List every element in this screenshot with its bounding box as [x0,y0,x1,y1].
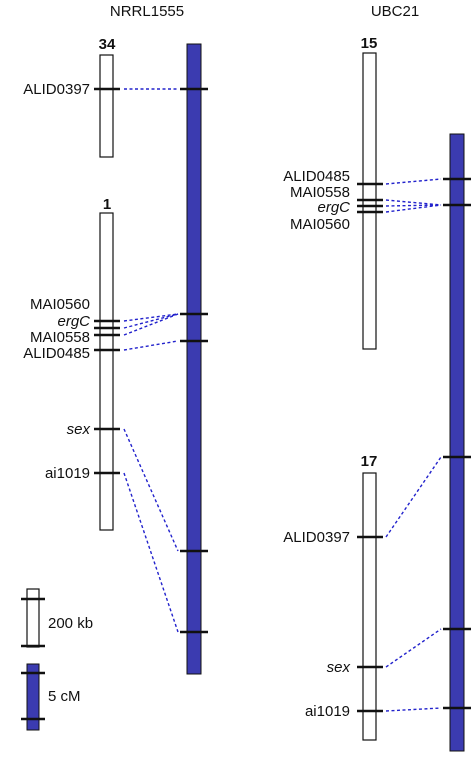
connector-sex-right [385,628,442,668]
physical-chromosome-17 [362,472,377,741]
marker-label-ergc-right: ergC [317,199,350,216]
connector-mai0558-right [385,199,442,206]
marker-label-alid0485-left: ALID0485 [23,345,90,362]
chromosome-number-17: 17 [361,453,378,470]
marker-label-ai1019-right: ai1019 [305,703,350,720]
marker-label-sex-left: sex [67,421,91,438]
chromosome-number-34: 34 [99,36,116,53]
marker-connectors [123,88,442,712]
scale-bar-physical-rect [26,588,40,648]
chromosome-number-15: 15 [361,35,378,52]
scale-bar-genetic-rect [26,663,40,731]
connector-mai0558-left [123,313,179,336]
marker-label-ai1019-left: ai1019 [45,465,90,482]
physical-marker-ticks [94,87,383,713]
linkage-marker-ticks [180,87,471,710]
connector-mai0560-right [385,204,442,213]
physical-chromosome-1 [99,212,114,531]
physical-chromosome-34 [99,54,114,158]
marker-label-alid0397-right: ALID0397 [283,529,350,546]
linkage-group-left [186,43,202,675]
connector-mai0560-left [123,313,179,322]
connector-sex-left [123,428,179,552]
connector-alid0485-right [385,178,442,185]
connector-alid0397-right [385,456,442,538]
marker-label-alid0397-left: ALID0397 [23,81,90,98]
scale-bar-genetic: 5 cM [21,663,81,731]
linkage-group-right [449,133,465,752]
scale-label-genetic: 5 cM [48,688,81,705]
chromosome-number-1: 1 [103,196,111,213]
scale-bar-physical: 200 kb [21,588,93,648]
scale-label-physical: 200 kb [48,615,93,632]
marker-label-mai0560-right: MAI0560 [290,216,350,233]
connector-ergc-left [123,313,179,329]
marker-label-mai0558-left: MAI0558 [30,329,90,346]
connector-ergc-right [385,204,442,207]
marker-label-alid0485-right: ALID0485 [283,168,350,185]
marker-label-ergc-left: ergC [57,313,90,330]
connector-ai1019-right [385,707,442,712]
strain-header-right: UBC21 [371,3,419,20]
marker-label-mai0560-left: MAI0560 [30,296,90,313]
marker-label-sex-right: sex [327,659,351,676]
strain-header-left: NRRL1555 [110,3,184,20]
connector-alid0485-left [123,340,179,351]
connector-ai1019-left [123,472,179,633]
marker-label-mai0558-right: MAI0558 [290,184,350,201]
